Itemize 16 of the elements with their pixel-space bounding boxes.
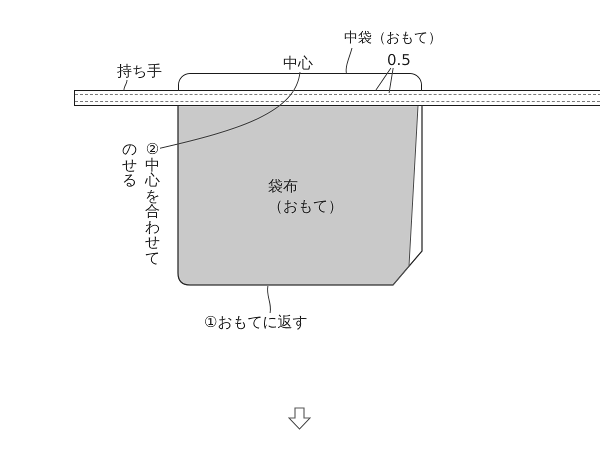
dimension-label: 0.5 [387, 51, 415, 68]
leader-line [267, 286, 271, 314]
part-label: 中心 [283, 54, 317, 72]
leader-line [375, 68, 392, 90]
part-label: 中袋（おもて） [344, 30, 444, 48]
instruction-text: ②中心を合わせてのせる [122, 142, 160, 266]
part-label: 袋布（おもて） [268, 177, 343, 216]
stitch-line [75, 94, 600, 95]
leader-line [123, 80, 128, 90]
leader-line [346, 48, 352, 74]
leader-line [388, 68, 394, 94]
inner-bag-lining [178, 73, 422, 90]
leader-line [160, 72, 300, 149]
handle-strap [74, 90, 600, 106]
instruction-text: ①おもてに返す [204, 313, 316, 331]
part-label: 持ち手 [117, 62, 167, 80]
